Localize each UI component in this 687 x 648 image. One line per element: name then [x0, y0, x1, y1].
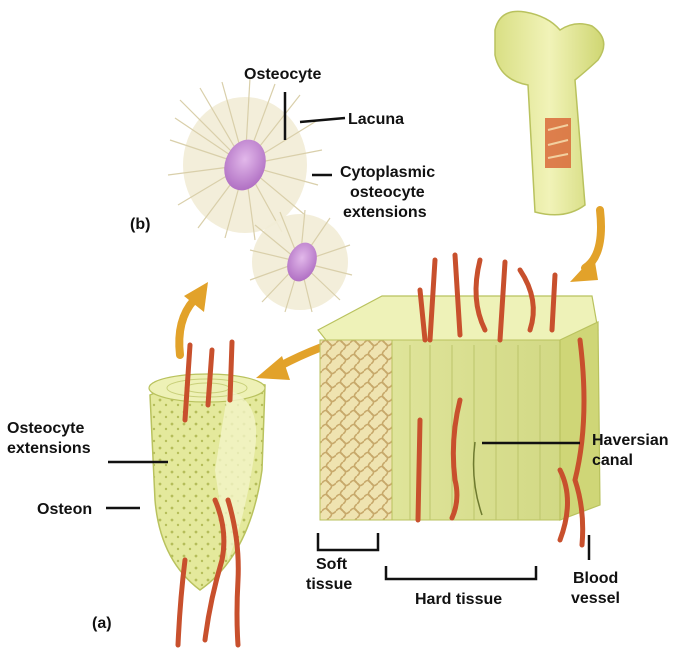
label-haversian-2: canal: [592, 452, 633, 469]
label-hard-tissue: Hard tissue: [415, 591, 502, 608]
label-osteocyte-extensions-1: Osteocyte: [7, 420, 84, 437]
label-haversian-1: Haversian: [592, 432, 669, 449]
leader-lacuna: [300, 118, 345, 122]
osteon-illustration: [149, 342, 265, 645]
label-panel-a: (a): [92, 615, 112, 632]
bone-block-illustration: [318, 255, 600, 545]
bracket-soft-tissue: [318, 533, 378, 550]
label-soft-tissue-1: Soft: [316, 556, 348, 573]
label-lacuna: Lacuna: [348, 111, 404, 128]
bracket-hard-tissue: [386, 566, 536, 579]
arrow-femur-to-block-head: [570, 256, 598, 282]
label-blood-vessel-1: Blood: [573, 570, 618, 587]
femur-illustration: [495, 11, 604, 214]
label-panel-b: (b): [130, 216, 150, 233]
label-soft-tissue-2: tissue: [306, 576, 352, 593]
soft-tissue-region: [320, 340, 392, 520]
label-cytoplasmic-2: osteocyte: [350, 184, 425, 201]
label-blood-vessel-2: vessel: [571, 590, 620, 607]
label-cytoplasmic-3: extensions: [343, 204, 427, 221]
label-osteocyte-extensions-2: extensions: [7, 440, 91, 457]
label-osteon: Osteon: [37, 501, 92, 518]
label-cytoplasmic-1: Cytoplasmic: [340, 164, 435, 181]
label-osteocyte: Osteocyte: [244, 66, 321, 83]
